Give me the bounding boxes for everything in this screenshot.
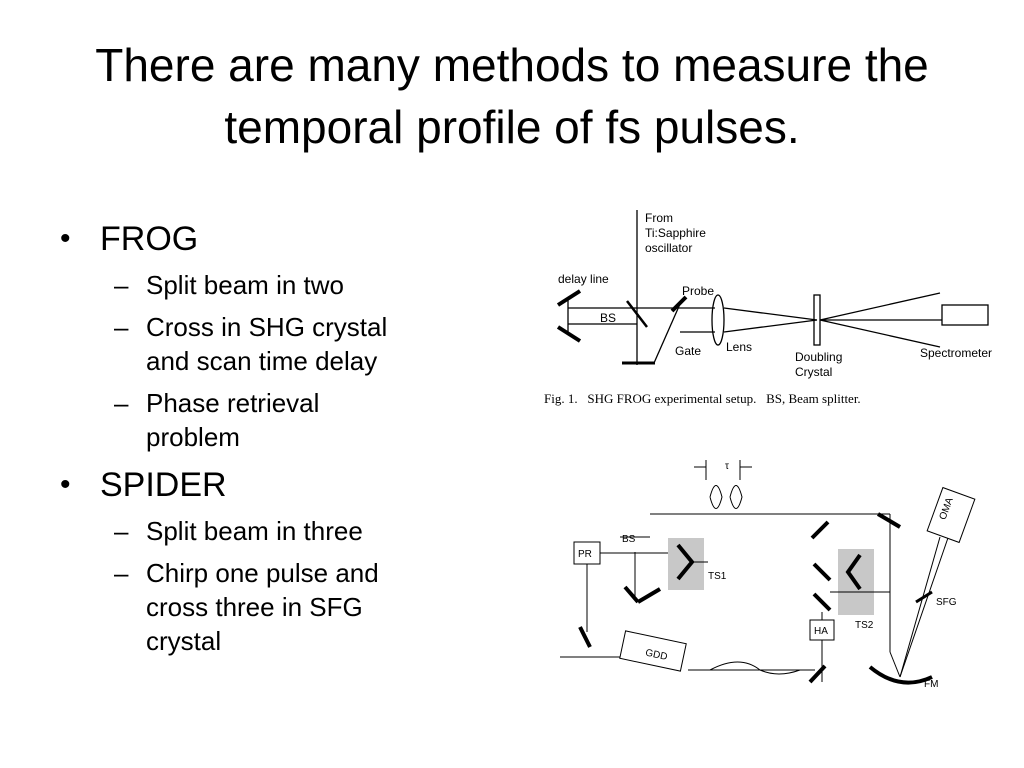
sub-bullet-text: Split beam in two bbox=[146, 270, 344, 300]
sub-bullet-text: crystal bbox=[146, 626, 222, 656]
title-line-2: temporal profile of fs pulses. bbox=[224, 101, 800, 153]
label-oscillator: oscillator bbox=[645, 241, 692, 255]
dash: – bbox=[114, 312, 129, 342]
sub-bullet-text: Cross in SHG crystal bbox=[146, 312, 388, 342]
label-tisapphire: Ti:Sapphire bbox=[645, 226, 706, 240]
label-pr: PR bbox=[578, 549, 592, 560]
sub-bullet-text: cross three in SFG bbox=[146, 592, 363, 622]
label-fm: FM bbox=[924, 679, 938, 690]
focusing-mirror bbox=[868, 665, 933, 685]
chirped-pulse bbox=[709, 661, 801, 675]
bullet-frog: FROG bbox=[60, 218, 480, 260]
dash: – bbox=[114, 516, 129, 546]
label-gate: Gate bbox=[675, 344, 701, 358]
label-from: From bbox=[645, 211, 673, 225]
delay-mirror-top bbox=[556, 289, 582, 307]
bullet-list: FROG – Split beam in two – Cross in SHG … bbox=[60, 214, 480, 658]
label-probe: Probe bbox=[682, 284, 714, 298]
label-delay-line: delay line bbox=[558, 272, 609, 286]
title-line-1: There are many methods to measure the bbox=[95, 39, 929, 91]
sub-bullet-text: Split beam in three bbox=[146, 516, 363, 546]
label-tau: τ bbox=[725, 461, 729, 472]
sub-bullet-text: Phase retrieval bbox=[146, 388, 320, 418]
bullet-spider: SPIDER bbox=[60, 464, 480, 506]
label-gdd: GDD bbox=[644, 648, 668, 663]
label-ts1: TS1 bbox=[708, 571, 727, 582]
dash: – bbox=[114, 270, 129, 300]
sub-bullet-text: and scan time delay bbox=[146, 346, 378, 376]
dash: – bbox=[114, 558, 129, 588]
sub-bullet: – Split beam in three bbox=[60, 514, 480, 548]
sub-bullet: – Cross in SHG crystal and scan time del… bbox=[60, 310, 480, 378]
oma-box bbox=[926, 486, 976, 544]
spectrometer bbox=[941, 304, 989, 326]
label-sfg: SFG bbox=[936, 597, 957, 608]
frog-setup-diagram: From Ti:Sapphire oscillator delay line P… bbox=[544, 210, 992, 406]
delay-mirror-bottom bbox=[556, 325, 582, 343]
slide-title: There are many methods to measure the te… bbox=[20, 34, 1004, 158]
label-doubling: Doubling bbox=[795, 350, 842, 364]
sub-bullet-text: problem bbox=[146, 422, 240, 452]
label-spectrometer: Spectrometer bbox=[920, 346, 992, 360]
dash: – bbox=[114, 388, 129, 418]
label-ha: HA bbox=[814, 626, 828, 637]
label-ts2: TS2 bbox=[855, 620, 874, 631]
sub-bullet: – Phase retrieval problem bbox=[60, 386, 480, 454]
sub-bullet-text: Chirp one pulse and bbox=[146, 558, 379, 588]
pulse-pair bbox=[709, 485, 743, 509]
sub-bullet: – Chirp one pulse and cross three in SFG… bbox=[60, 556, 480, 658]
spider-setup-diagram: τ OMA PR BS TS1 TS2 HA SFG GDD FM bbox=[560, 460, 976, 690]
lens bbox=[711, 294, 725, 346]
gate-mirror-top bbox=[670, 295, 688, 313]
gdd-box bbox=[619, 630, 687, 672]
label-crystal: Crystal bbox=[795, 365, 832, 379]
beam-splitter-mirror bbox=[626, 300, 648, 328]
label-lens: Lens bbox=[726, 340, 752, 354]
label-bs: BS bbox=[622, 534, 636, 545]
figure-caption: Fig. 1. SHG FROG experimental setup. BS,… bbox=[544, 391, 861, 406]
sfg-crystal bbox=[915, 590, 933, 604]
ts1-stage bbox=[668, 538, 704, 590]
label-bs: BS bbox=[600, 311, 616, 325]
sub-bullet: – Split beam in two bbox=[60, 268, 480, 302]
